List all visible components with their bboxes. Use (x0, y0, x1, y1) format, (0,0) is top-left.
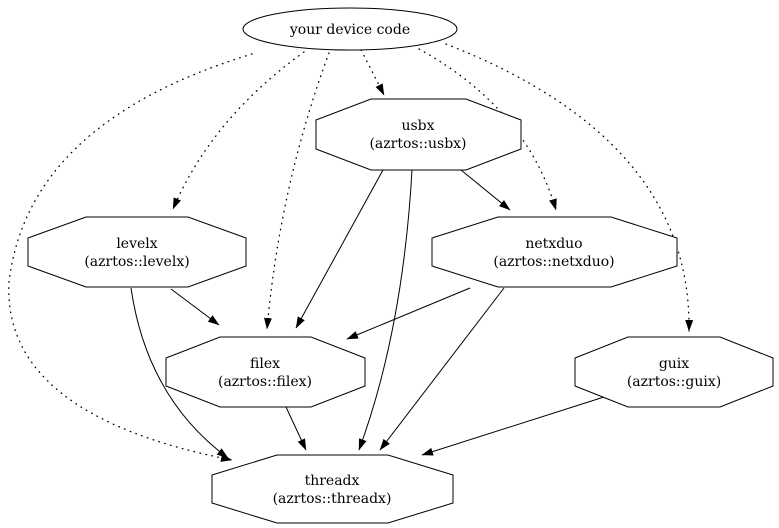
levelx-octagon (27, 216, 247, 288)
edge-guix-threadx (421, 396, 605, 456)
usbx-label: usbx (401, 118, 434, 134)
levelx-label: levelx (116, 236, 157, 252)
edge-usbx-netxduo (460, 169, 511, 211)
edge-devicecode-filex (264, 52, 330, 330)
device-code-label: your device code (289, 22, 410, 38)
edge-netxduo-filex (346, 287, 471, 340)
node-netxduo: netxduo (azrtos::netxduo) (431, 216, 678, 288)
device-code-ellipse (242, 7, 458, 51)
netxduo-sublabel: (azrtos::netxduo) (493, 254, 614, 270)
guix-octagon (574, 336, 774, 408)
edge-netxduo-threadx (379, 287, 505, 451)
edge-devicecode-levelx (172, 51, 305, 210)
guix-sublabel: (azrtos::guix) (627, 374, 721, 390)
node-filex: filex (azrtos::filex) (165, 336, 366, 408)
guix-label: guix (659, 356, 689, 372)
edge-filex-threadx (285, 406, 307, 451)
edge-levelx-threadx (130, 287, 229, 459)
node-usbx: usbx (azrtos::usbx) (315, 98, 522, 171)
dotted-edges (8, 43, 694, 462)
edge-devicecode-guix (445, 43, 694, 332)
edge-levelx-filex (170, 288, 220, 326)
node-threadx: threadx (azrtos::threadx) (211, 454, 454, 524)
node-levelx: levelx (azrtos::levelx) (27, 216, 247, 288)
threadx-octagon (211, 454, 454, 524)
node-your-device-code: your device code (242, 7, 458, 51)
threadx-sublabel: (azrtos::threadx) (273, 491, 392, 507)
levelx-sublabel: (azrtos::levelx) (84, 254, 189, 270)
filex-label: filex (250, 356, 280, 372)
filex-sublabel: (azrtos::filex) (218, 374, 312, 390)
usbx-octagon (315, 98, 522, 171)
edge-usbx-threadx (358, 169, 413, 451)
threadx-label: threadx (305, 473, 360, 489)
netxduo-label: netxduo (525, 236, 582, 252)
node-guix: guix (azrtos::guix) (574, 336, 774, 408)
solid-edges (130, 169, 605, 459)
edge-devicecode-threadx (8, 53, 253, 462)
netxduo-octagon (431, 216, 678, 288)
edge-usbx-filex (295, 169, 384, 329)
usbx-sublabel: (azrtos::usbx) (369, 136, 466, 152)
edge-devicecode-usbx (360, 49, 385, 96)
filex-octagon (165, 336, 366, 408)
